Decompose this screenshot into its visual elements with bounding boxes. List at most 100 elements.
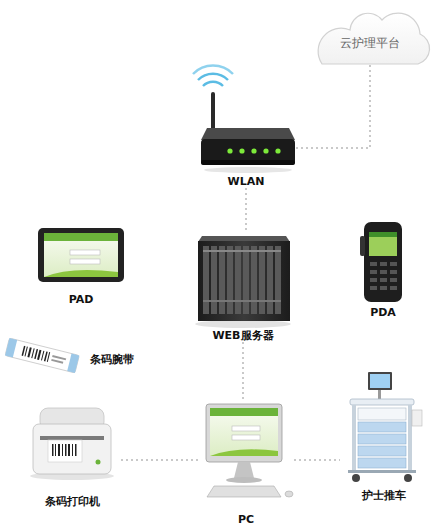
nurse-cart-illustration-part xyxy=(408,405,412,471)
pda-illustration xyxy=(360,222,402,302)
server-illustration-part xyxy=(227,246,233,314)
router-illustration-part xyxy=(198,74,228,80)
printer-illustration-part xyxy=(68,444,70,456)
nurse-cart-illustration-part xyxy=(368,372,392,390)
pda-illustration-part xyxy=(390,270,397,274)
router-illustration-part xyxy=(227,148,232,153)
wristband-illustration-part xyxy=(51,359,63,364)
cloud-node: 云护理平台 xyxy=(318,22,422,64)
router-illustration-part xyxy=(204,167,292,173)
tablet-illustration-part xyxy=(38,228,124,282)
pc-illustration-part xyxy=(210,408,278,416)
pda-illustration-part xyxy=(380,286,387,290)
pda-illustration-part xyxy=(380,270,387,274)
server-illustration-part xyxy=(198,241,290,321)
router-illustration-part xyxy=(263,148,268,153)
printer-illustration-part xyxy=(48,440,82,462)
router-illustration-part xyxy=(251,148,256,153)
server-illustration-part xyxy=(251,246,257,314)
router-illustration xyxy=(193,66,295,173)
wristband-illustration-part xyxy=(67,354,79,373)
wristband-illustration-part xyxy=(31,348,34,358)
printer-illustration-part xyxy=(75,444,77,456)
wristband-illustration xyxy=(5,338,79,373)
pda-illustration-part xyxy=(360,236,365,256)
pc-illustration-part xyxy=(226,477,262,483)
nurse-cart-illustration-part xyxy=(358,446,406,456)
cloud-shape-part xyxy=(318,13,429,64)
printer-illustration-part xyxy=(58,444,60,456)
server-illustration-part xyxy=(235,246,241,314)
pc-illustration-part xyxy=(232,435,260,440)
tablet-illustration-part xyxy=(70,250,100,255)
nurse-cart-illustration-part xyxy=(352,405,356,471)
wristband-node: 条码腕带 xyxy=(4,330,134,388)
pda-illustration-part xyxy=(370,278,377,282)
nurse-cart-illustration xyxy=(348,372,422,482)
server-illustration-part xyxy=(259,246,265,314)
device-label: PDA xyxy=(352,306,414,319)
router-illustration-part xyxy=(201,139,295,165)
pda-illustration-part xyxy=(369,232,397,256)
server-illustration xyxy=(195,236,291,328)
tablet-illustration xyxy=(38,228,124,282)
device-label: 护士推车 xyxy=(340,489,428,502)
nurse-cart-illustration-part xyxy=(348,470,416,473)
server-illustration-part xyxy=(195,320,291,328)
pda-illustration-part xyxy=(370,262,377,266)
server-illustration-part xyxy=(267,246,273,314)
printer-illustration-part xyxy=(96,460,101,465)
pda-illustration-part xyxy=(390,286,397,290)
device-label: 条码腕带 xyxy=(90,353,134,366)
server-illustration-part xyxy=(275,246,281,314)
wristband-illustration-part xyxy=(5,338,79,373)
nurse-cart-illustration-part xyxy=(358,422,406,432)
pc-node: PC xyxy=(198,402,294,526)
pda-illustration-part xyxy=(370,270,377,274)
pc-illustration-part xyxy=(232,426,260,431)
pda-illustration-part xyxy=(364,222,402,302)
dotted-connector xyxy=(296,64,370,148)
nurse-cart-illustration-part xyxy=(370,374,390,388)
nurse-cart-illustration-part xyxy=(404,474,412,482)
pda-node: PDA xyxy=(352,215,414,319)
wristband-illustration-part xyxy=(41,351,44,361)
pda-illustration-part xyxy=(390,262,397,266)
printer-illustration-part xyxy=(40,436,104,440)
device-label: 条码打印机 xyxy=(24,495,120,508)
wristband-illustration-part xyxy=(22,346,26,356)
printer-illustration-part xyxy=(52,444,54,456)
router-illustration-part xyxy=(275,148,280,153)
wristband-illustration-part xyxy=(24,347,27,357)
wristband-illustration-part xyxy=(27,347,31,357)
device-label: PAD xyxy=(34,293,128,306)
tablet-illustration-part xyxy=(70,259,100,264)
nurse-cart-illustration-part xyxy=(358,458,406,468)
pda-illustration-part xyxy=(369,232,397,237)
pda-illustration-part xyxy=(380,262,387,266)
printer-illustration-part xyxy=(55,444,56,456)
server-illustration-part xyxy=(219,246,225,314)
pc-illustration-part xyxy=(207,486,281,497)
dotted-connector xyxy=(242,342,244,402)
router-illustration-part xyxy=(201,160,295,165)
printer-illustration-part xyxy=(65,444,67,456)
server-illustration-part xyxy=(243,246,249,314)
nurse-cart-illustration-part xyxy=(352,474,360,482)
dotted-connector xyxy=(120,459,198,461)
tablet-node: PAD xyxy=(34,222,128,306)
cloud-shape xyxy=(318,13,429,64)
device-label: PC xyxy=(198,513,294,526)
router-illustration-part xyxy=(211,92,215,132)
router-illustration-part xyxy=(203,82,223,86)
tablet-illustration-part xyxy=(44,233,118,277)
server-illustration-part xyxy=(203,300,281,302)
pc-illustration-part xyxy=(234,462,254,478)
pc-illustration-part xyxy=(210,408,278,456)
router-node: WLAN xyxy=(196,72,296,188)
wristband-illustration-part xyxy=(37,350,41,360)
pc-illustration xyxy=(206,404,293,497)
